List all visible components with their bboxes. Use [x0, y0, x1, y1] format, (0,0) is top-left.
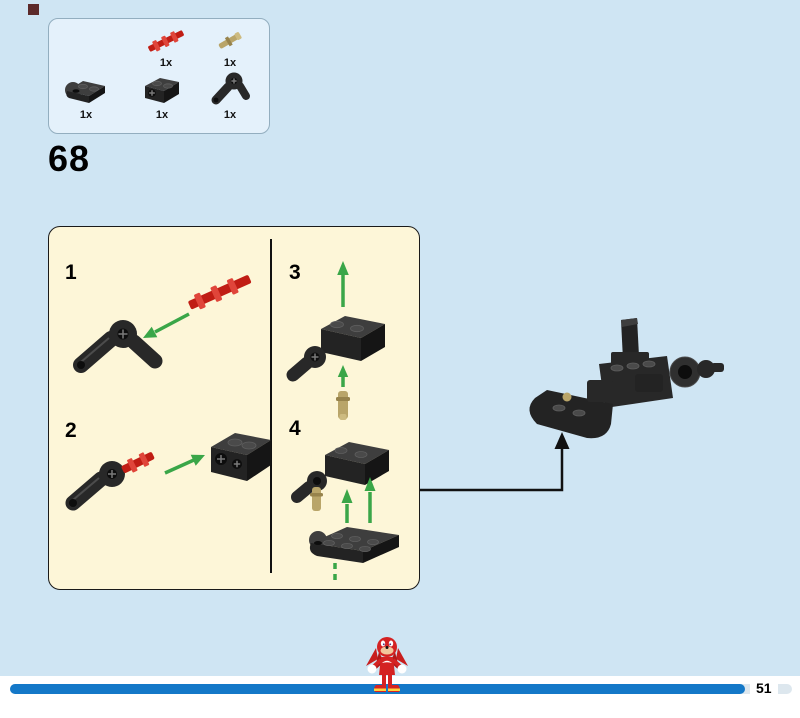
connector-with-axle	[65, 452, 155, 511]
part-black-plate: 1x	[57, 73, 115, 121]
part-count: 1x	[79, 109, 93, 121]
substeps-panel: 1 2 3 4	[48, 226, 420, 590]
tan-pin-icon	[218, 32, 242, 49]
substep-number-2: 2	[65, 419, 77, 442]
knuckles-character	[366, 637, 408, 692]
substep-2-figure	[65, 433, 271, 511]
part-red-axle: 1x	[141, 27, 191, 69]
angled-connector-piece	[73, 320, 163, 373]
step-number: 68	[48, 138, 91, 179]
substep-4-figure	[291, 442, 399, 585]
part-count: 1x	[155, 109, 169, 121]
black-brick-icon	[145, 78, 179, 103]
part-count: 1x	[159, 57, 173, 69]
corner-mark	[28, 4, 39, 15]
substep-number-4: 4	[289, 417, 301, 440]
part-count: 1x	[223, 57, 237, 69]
substep-number-1: 1	[65, 261, 77, 284]
substep-number-3: 3	[289, 261, 301, 284]
result-assembly-figure	[529, 318, 724, 439]
footer-bar	[0, 676, 800, 718]
page-number: 51	[750, 680, 778, 696]
green-arrow	[164, 457, 196, 475]
panel-divider	[270, 239, 272, 573]
black-connector-icon	[211, 72, 250, 105]
pointer-arrow	[420, 432, 570, 492]
parts-callout-box: 1x 1x 1x	[48, 18, 270, 134]
green-arrow	[154, 312, 190, 334]
part-black-brick: 1x	[135, 73, 189, 121]
substep-1-figure	[73, 275, 252, 373]
red-axle-icon	[148, 30, 184, 52]
red-axle-piece	[188, 275, 252, 310]
technic-brick-piece	[211, 433, 271, 481]
part-tan-pin: 1x	[205, 27, 255, 69]
black-plate-icon	[65, 81, 105, 103]
part-black-connector: 1x	[201, 65, 259, 121]
substep-3-figure	[286, 261, 385, 420]
part-count: 1x	[223, 109, 237, 121]
assembled-build	[529, 318, 724, 439]
subassembly-with-pin	[291, 442, 389, 511]
subassembly	[286, 316, 385, 382]
rounded-plate-piece	[309, 527, 399, 563]
tan-pin-piece	[336, 391, 350, 420]
